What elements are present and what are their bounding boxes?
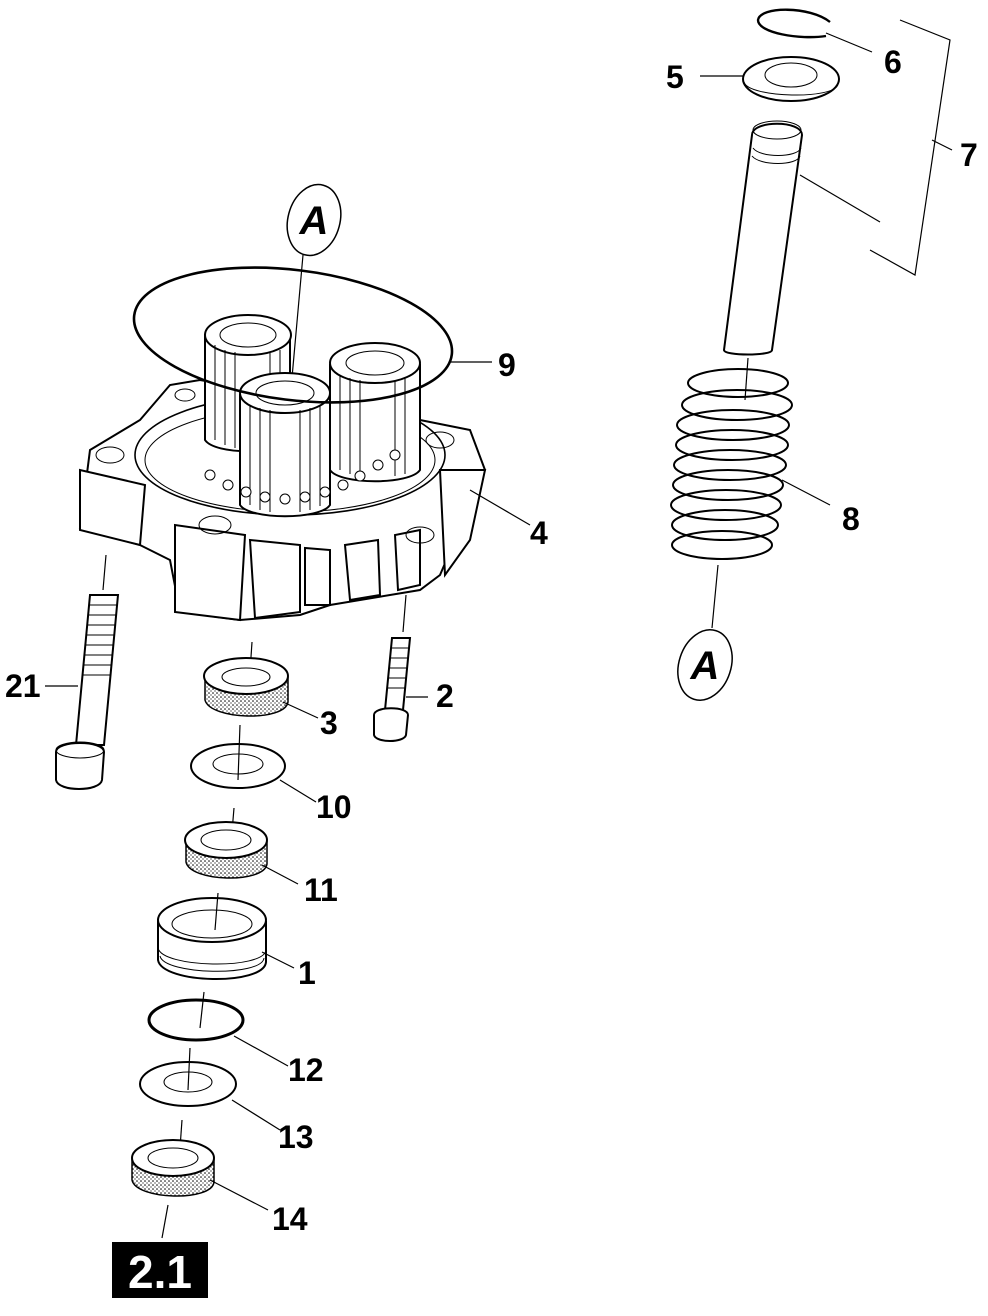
callout-5: 5: [666, 59, 684, 95]
washer-part-5: [700, 56, 840, 102]
bearing-part-3: [203, 641, 319, 719]
section-label: 2.1: [112, 1242, 208, 1298]
svg-text:2.1: 2.1: [128, 1246, 192, 1298]
washer-part-10: [190, 724, 317, 803]
spring-part-8: [670, 357, 831, 629]
callout-3: 3: [320, 705, 338, 741]
callout-11: 11: [304, 872, 338, 908]
o-ring-part-9: [132, 266, 492, 404]
callout-13: 13: [278, 1119, 314, 1155]
washer-part-13: [139, 1047, 281, 1131]
retaining-ring-part-6: [756, 8, 873, 53]
svg-text:A: A: [690, 644, 720, 688]
callout-7: 7: [960, 137, 978, 173]
callout-12: 12: [288, 1052, 324, 1088]
callout-9: 9: [498, 347, 516, 383]
bearing-part-11: [184, 807, 299, 885]
cap-screw-part-2: [373, 594, 428, 742]
reference-mark-a-bottom: A: [677, 629, 733, 701]
bearing-part-14: [131, 1119, 269, 1239]
callout-14: 14: [272, 1201, 308, 1237]
callout-10: 10: [316, 789, 352, 825]
callout-6: 6: [884, 44, 902, 80]
seal-part-1: [157, 892, 295, 981]
callout-21: 21: [5, 668, 41, 704]
o-ring-part-12: [147, 991, 289, 1067]
cap-screw-part-21: [45, 554, 120, 790]
gear-set: [204, 314, 421, 518]
kit-bracket-part-7: [869, 19, 953, 276]
reference-mark-a-top: A: [286, 183, 342, 401]
callout-4: 4: [530, 515, 548, 551]
callout-1: 1: [298, 955, 316, 991]
callout-8: 8: [842, 501, 860, 537]
shaft-part: [722, 120, 881, 356]
callout-2: 2: [436, 678, 454, 714]
svg-text:A: A: [299, 199, 329, 243]
